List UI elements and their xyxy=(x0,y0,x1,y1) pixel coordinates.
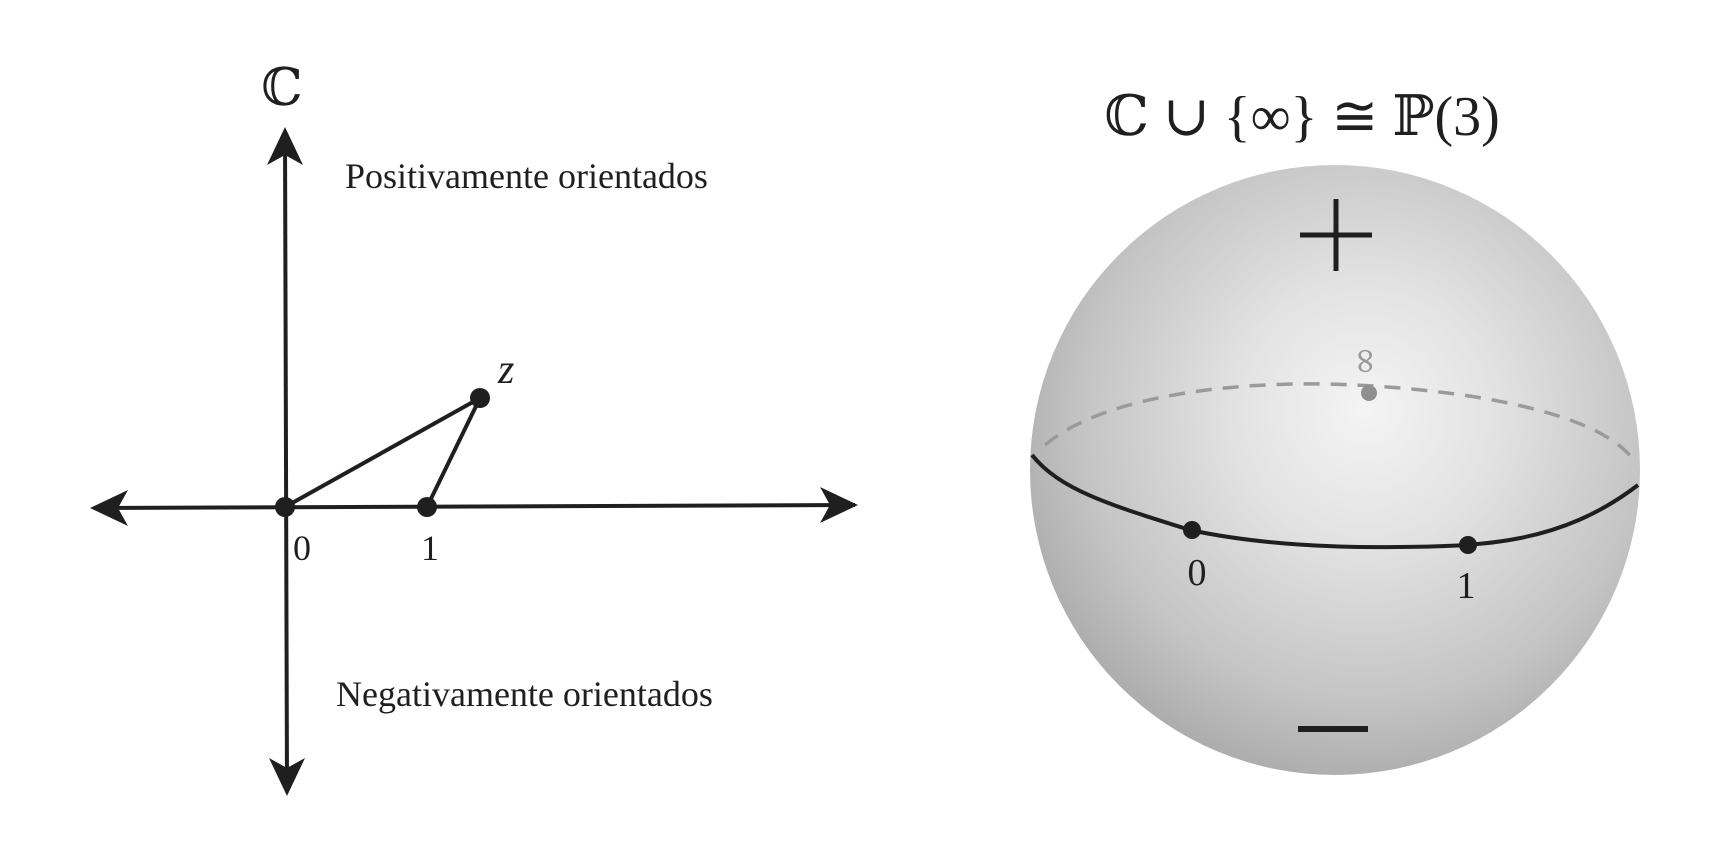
imaginary-axis-bottom-arrow xyxy=(269,758,305,796)
sphere-point-1 xyxy=(1459,536,1477,554)
point-one xyxy=(417,497,437,517)
point-z-label: z xyxy=(497,347,514,393)
real-axis xyxy=(94,503,856,510)
segment-1-z xyxy=(425,397,482,508)
segment-0-z xyxy=(284,396,481,509)
positive-label: Positivamente orientados xyxy=(345,156,708,196)
point-0-label: 0 xyxy=(293,528,311,568)
point-1-label: 1 xyxy=(421,528,439,568)
sphere xyxy=(1030,165,1640,775)
infinity-label: ∞ xyxy=(1344,346,1385,376)
infinity-point xyxy=(1361,385,1377,401)
equator-hidden-arc xyxy=(1043,382,1637,463)
real-axis-right-arrow xyxy=(820,487,858,523)
imaginary-axis xyxy=(283,134,289,791)
riemann-sphere-panel: ℂ ∪ {∞} ≅ ℙ(3) ∞ 0 1 + — xyxy=(1030,86,1640,775)
negative-label: Negativamente orientados xyxy=(336,674,713,714)
complex-plane-panel: ℂ Positivamente orientados Negativamente… xyxy=(90,60,858,796)
point-origin xyxy=(275,497,295,517)
equator-visible-arc xyxy=(1030,453,1640,550)
imaginary-axis-top-arrow xyxy=(267,127,303,165)
sphere-point-0-label: 0 xyxy=(1188,552,1207,594)
plus-sign: + xyxy=(1300,199,1372,271)
minus-sign: — xyxy=(1298,726,1368,732)
sphere-title: ℂ ∪ {∞} ≅ ℙ(3) xyxy=(1104,86,1500,148)
point-z xyxy=(470,388,490,408)
sphere-point-1-label: 1 xyxy=(1457,565,1476,607)
plane-label: ℂ xyxy=(261,60,302,117)
sphere-point-0 xyxy=(1183,521,1201,539)
real-axis-left-arrow xyxy=(90,490,128,526)
